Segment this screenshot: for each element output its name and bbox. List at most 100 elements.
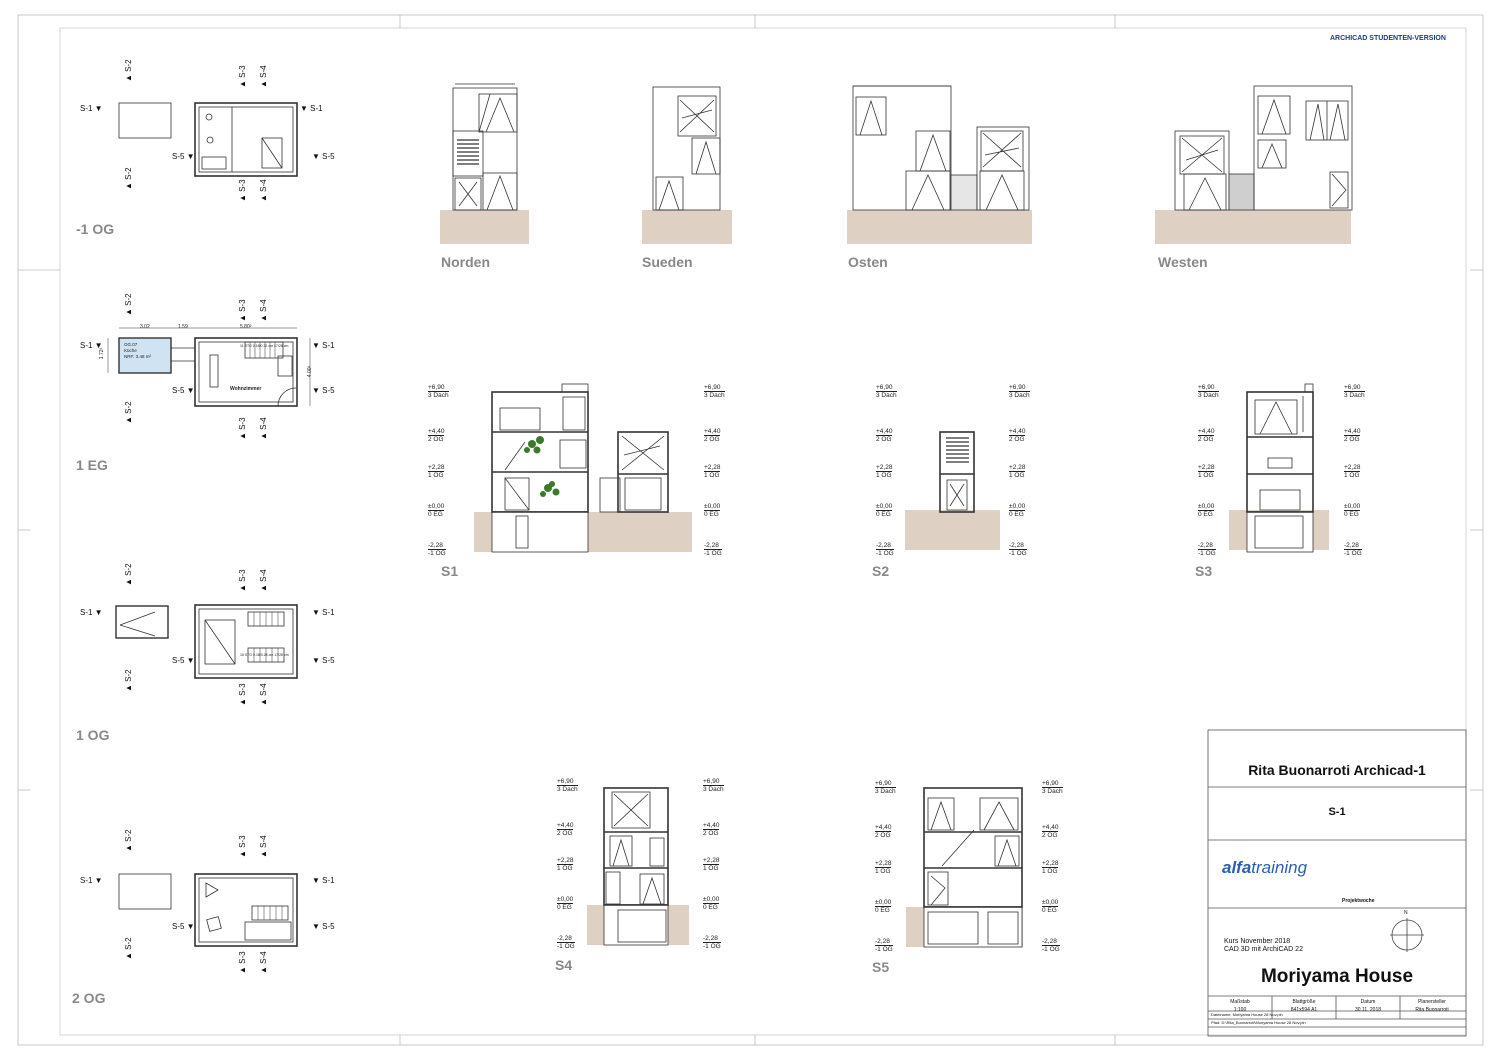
tb-header: Blattgröße [1292, 999, 1316, 1005]
section-marker-s-1: ▼ S-1 [300, 104, 323, 113]
elevation-label-norden: Norden [441, 254, 490, 270]
level-tag: -2,28-1 OG [876, 542, 894, 557]
tb-value: 1:100 [1233, 1007, 1247, 1013]
file-name: Dateiname: Moriyama House 28 Nov.pln [1211, 1012, 1283, 1017]
section-s5 [923, 787, 1023, 948]
tb-header: Datum [1360, 999, 1376, 1005]
living-room-label: Wohnzimmer [230, 386, 262, 392]
plan-label-2og: 2 OG [72, 990, 106, 1006]
plan-1-og [115, 604, 298, 679]
project-tag: Projektwoche [1342, 898, 1375, 904]
level-tag: -2,28-1 OG [557, 935, 575, 950]
section-marker-s-5: S-5 ▼ [172, 152, 195, 161]
level-tag: -2,28-1 OG [1198, 542, 1216, 557]
plan-2-og [118, 873, 298, 947]
tb-value: Rita Buonarroti [1415, 1007, 1449, 1013]
section-marker-s-1: ▼ S-1 [312, 608, 335, 617]
dim-b: 1.59 [178, 324, 188, 330]
section-s2 [939, 431, 975, 513]
elevation-westen [1174, 85, 1353, 211]
section-marker-s-1: S-1 ▼ [80, 876, 103, 885]
section-label-s4: S4 [555, 957, 573, 973]
section-marker-s-1: ▼ S-1 [312, 876, 335, 885]
stair-note-1og: 16 STG 0.18/0.28 cm 17/28 cm [240, 653, 289, 657]
project-name: Moriyama House [1260, 966, 1414, 987]
tb-header: Planersteller [1418, 999, 1446, 1005]
section-marker-s-1: S-1 ▼ [80, 608, 103, 617]
logo-training: training [1251, 858, 1308, 877]
section-s4 [603, 787, 669, 946]
level-tag: -2,28-1 OG [875, 938, 893, 953]
dim-a: 3.02 [140, 324, 150, 330]
plan-label-eg: 1 EG [76, 457, 108, 473]
level-tag: -2,28-1 OG [428, 542, 446, 557]
section-s1 [491, 383, 669, 553]
plan-label-1og: 1 OG [76, 727, 110, 743]
section-marker-s-1: ▼ S-1 [312, 341, 335, 350]
section-marker-s-5: ▼ S-5 [312, 922, 335, 931]
title-block-sheet: S-1 [1328, 806, 1346, 818]
alfatraining-logo: alfatraining [1222, 858, 1307, 878]
plan-1-eg [107, 327, 311, 407]
watermark: ARCHICAD STUDENTEN-VERSION [1330, 35, 1446, 42]
logo-alfa: alfa [1222, 858, 1252, 877]
dim-c: 5.80² [240, 324, 252, 330]
tb-value: 841x594 A1 [1290, 1007, 1318, 1013]
section-marker-s-1: S-1 ▼ [80, 104, 103, 113]
section-s3 [1246, 383, 1314, 553]
section-marker-s-5: S-5 ▼ [172, 922, 195, 931]
plan-minus1-og [118, 102, 298, 177]
course-line: Kurs November 2018 [1224, 938, 1291, 945]
elevation-label-westen: Westen [1158, 254, 1208, 270]
plan-label-minus1: -1 OG [76, 221, 115, 237]
elevation-norden [452, 83, 518, 211]
elevation-osten [852, 85, 1030, 211]
stair-note-eg: 11 STG 0.18/0.32 cm 17/28 cm [240, 344, 289, 348]
level-tag: -2,28-1 OG [1009, 542, 1027, 557]
section-s1-plants [524, 436, 560, 497]
section-marker-s-5: ▼ S-5 [312, 656, 335, 665]
level-tag: -2,28-1 OG [703, 935, 721, 950]
tb-header: Maßstab [1230, 999, 1250, 1005]
room-code: OG.07 [124, 342, 138, 347]
section-marker-s-5: S-5 ▼ [172, 656, 195, 665]
room-area: NRF: 3.48 m² [124, 354, 152, 359]
file-path: Pfad: D:\Rita_Buonarroti\Moriyama House … [1211, 1020, 1306, 1025]
section-marker-s-5: S-5 ▼ [172, 386, 195, 395]
level-tag: -2,28-1 OG [1042, 938, 1060, 953]
